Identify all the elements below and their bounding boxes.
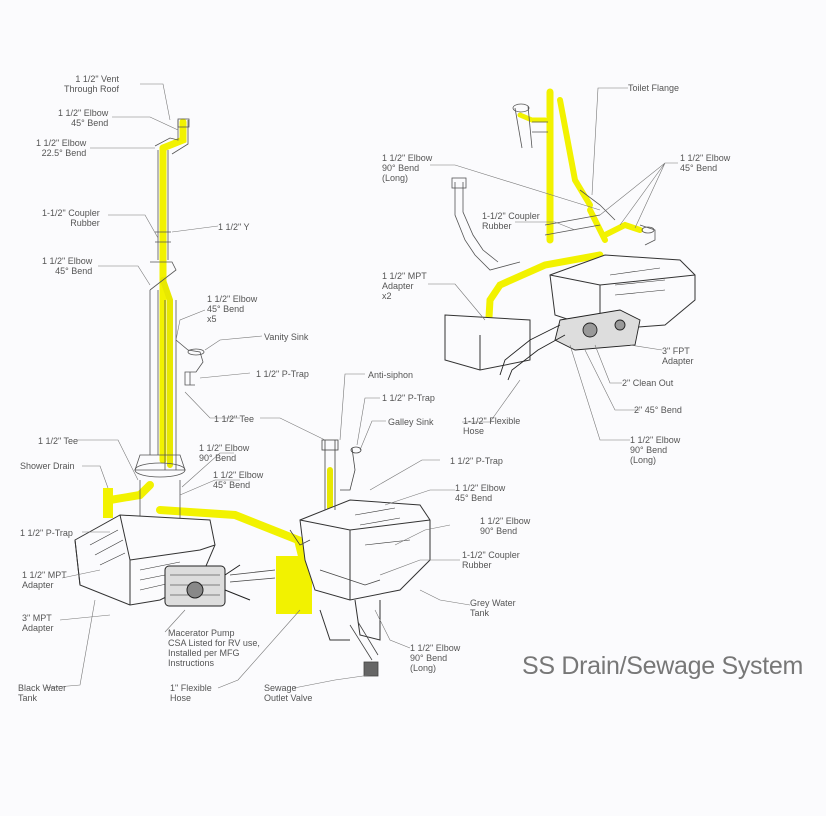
- diagram-title: SS Drain/Sewage System: [522, 652, 804, 680]
- label-galley-sink: Galley Sink: [388, 417, 434, 427]
- label-anti-siphon: Anti-siphon: [368, 370, 414, 380]
- label-vanity-sink: Vanity Sink: [264, 332, 309, 342]
- label-ptrap-vanity: 1 1/2" P-Trap: [256, 369, 309, 379]
- label-clean-out: 2" Clean Out: [622, 378, 674, 388]
- macerator-pump: [164, 564, 251, 607]
- label-ptrap-galley-top: 1 1/2" P-Trap: [382, 393, 435, 403]
- label-ptrap-right: 1 1/2" P-Trap: [450, 456, 503, 466]
- label-45-bend-2in: 2" 45° Bend: [634, 405, 682, 415]
- label-ptrap-left: 1 1/2" P-Trap: [20, 528, 73, 538]
- label-shower-drain: Shower Drain: [20, 461, 75, 471]
- right-tank: [549, 254, 696, 331]
- grey-water-tank: [299, 499, 431, 641]
- label-y-left: 1 1/2" Y: [218, 222, 250, 232]
- label-toilet-flange: Toilet Flange: [628, 83, 680, 93]
- highlight-block: [276, 556, 312, 614]
- label-tee-left: 1 1/2" Tee: [38, 436, 79, 446]
- label-tee-mid: 1 1/2" Tee: [214, 414, 255, 424]
